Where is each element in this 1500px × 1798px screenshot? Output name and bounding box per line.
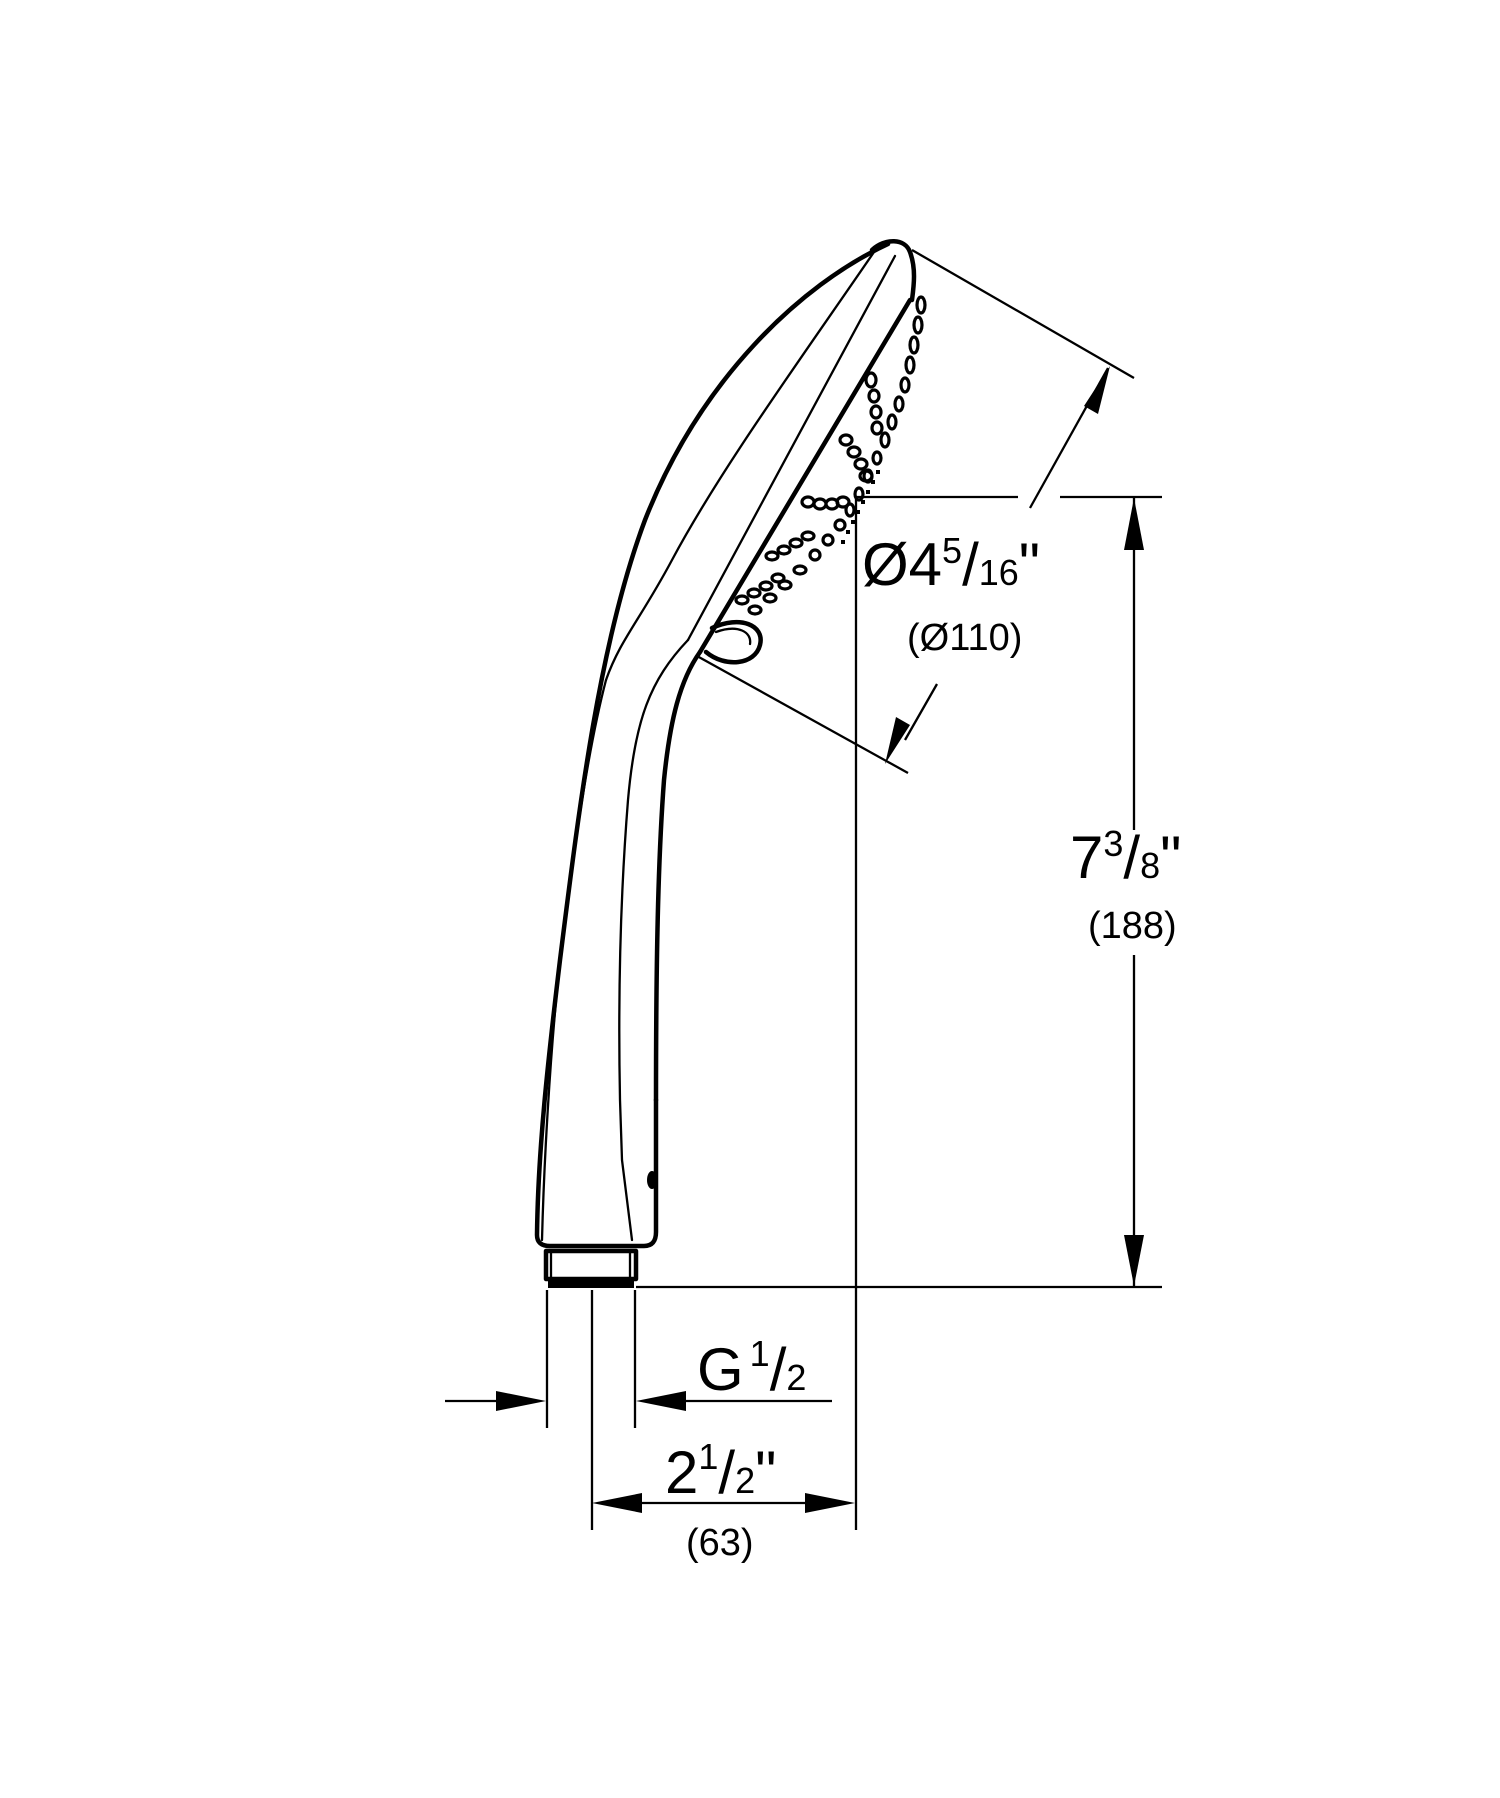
offset-metric: (63) <box>686 1522 754 1564</box>
spray-plate-edge <box>697 297 913 655</box>
hand-shower-body <box>534 239 917 1249</box>
thread-connector <box>543 1248 639 1288</box>
height-metric: (188) <box>1088 905 1177 947</box>
spray-toggle-inner <box>714 627 752 646</box>
svg-text:21/2": 21/2" <box>665 1436 776 1506</box>
offset-dimension <box>592 1493 855 1513</box>
spray-nozzles <box>734 295 927 616</box>
svg-text:Ø45/16": Ø45/16" <box>862 530 1040 598</box>
offset-label: 21/2" (63) <box>665 1436 776 1564</box>
handle-front-contour <box>653 649 703 1103</box>
head-diameter-label: Ø45/16" (Ø110) <box>862 530 1040 659</box>
head-diameter-dimension <box>696 249 1135 775</box>
svg-text:G1/2: G1/2 <box>697 1333 806 1403</box>
handle-center-line <box>618 638 690 1242</box>
head-bevel-line <box>604 250 876 682</box>
height-dimension <box>636 495 1162 1289</box>
shower-head-tip <box>869 239 917 303</box>
height-label: 73/8" (188) <box>1070 823 1181 947</box>
shower-back-contour <box>534 241 891 1249</box>
svg-text:73/8": 73/8" <box>1070 823 1181 891</box>
head-diameter-metric: (Ø110) <box>907 617 1022 659</box>
spray-toggle-button <box>703 619 763 665</box>
thread-dimension <box>445 1290 832 1530</box>
head-inner-line <box>686 254 897 642</box>
handle-inner-left <box>540 678 608 1242</box>
handle-logo-mark <box>647 1171 657 1189</box>
